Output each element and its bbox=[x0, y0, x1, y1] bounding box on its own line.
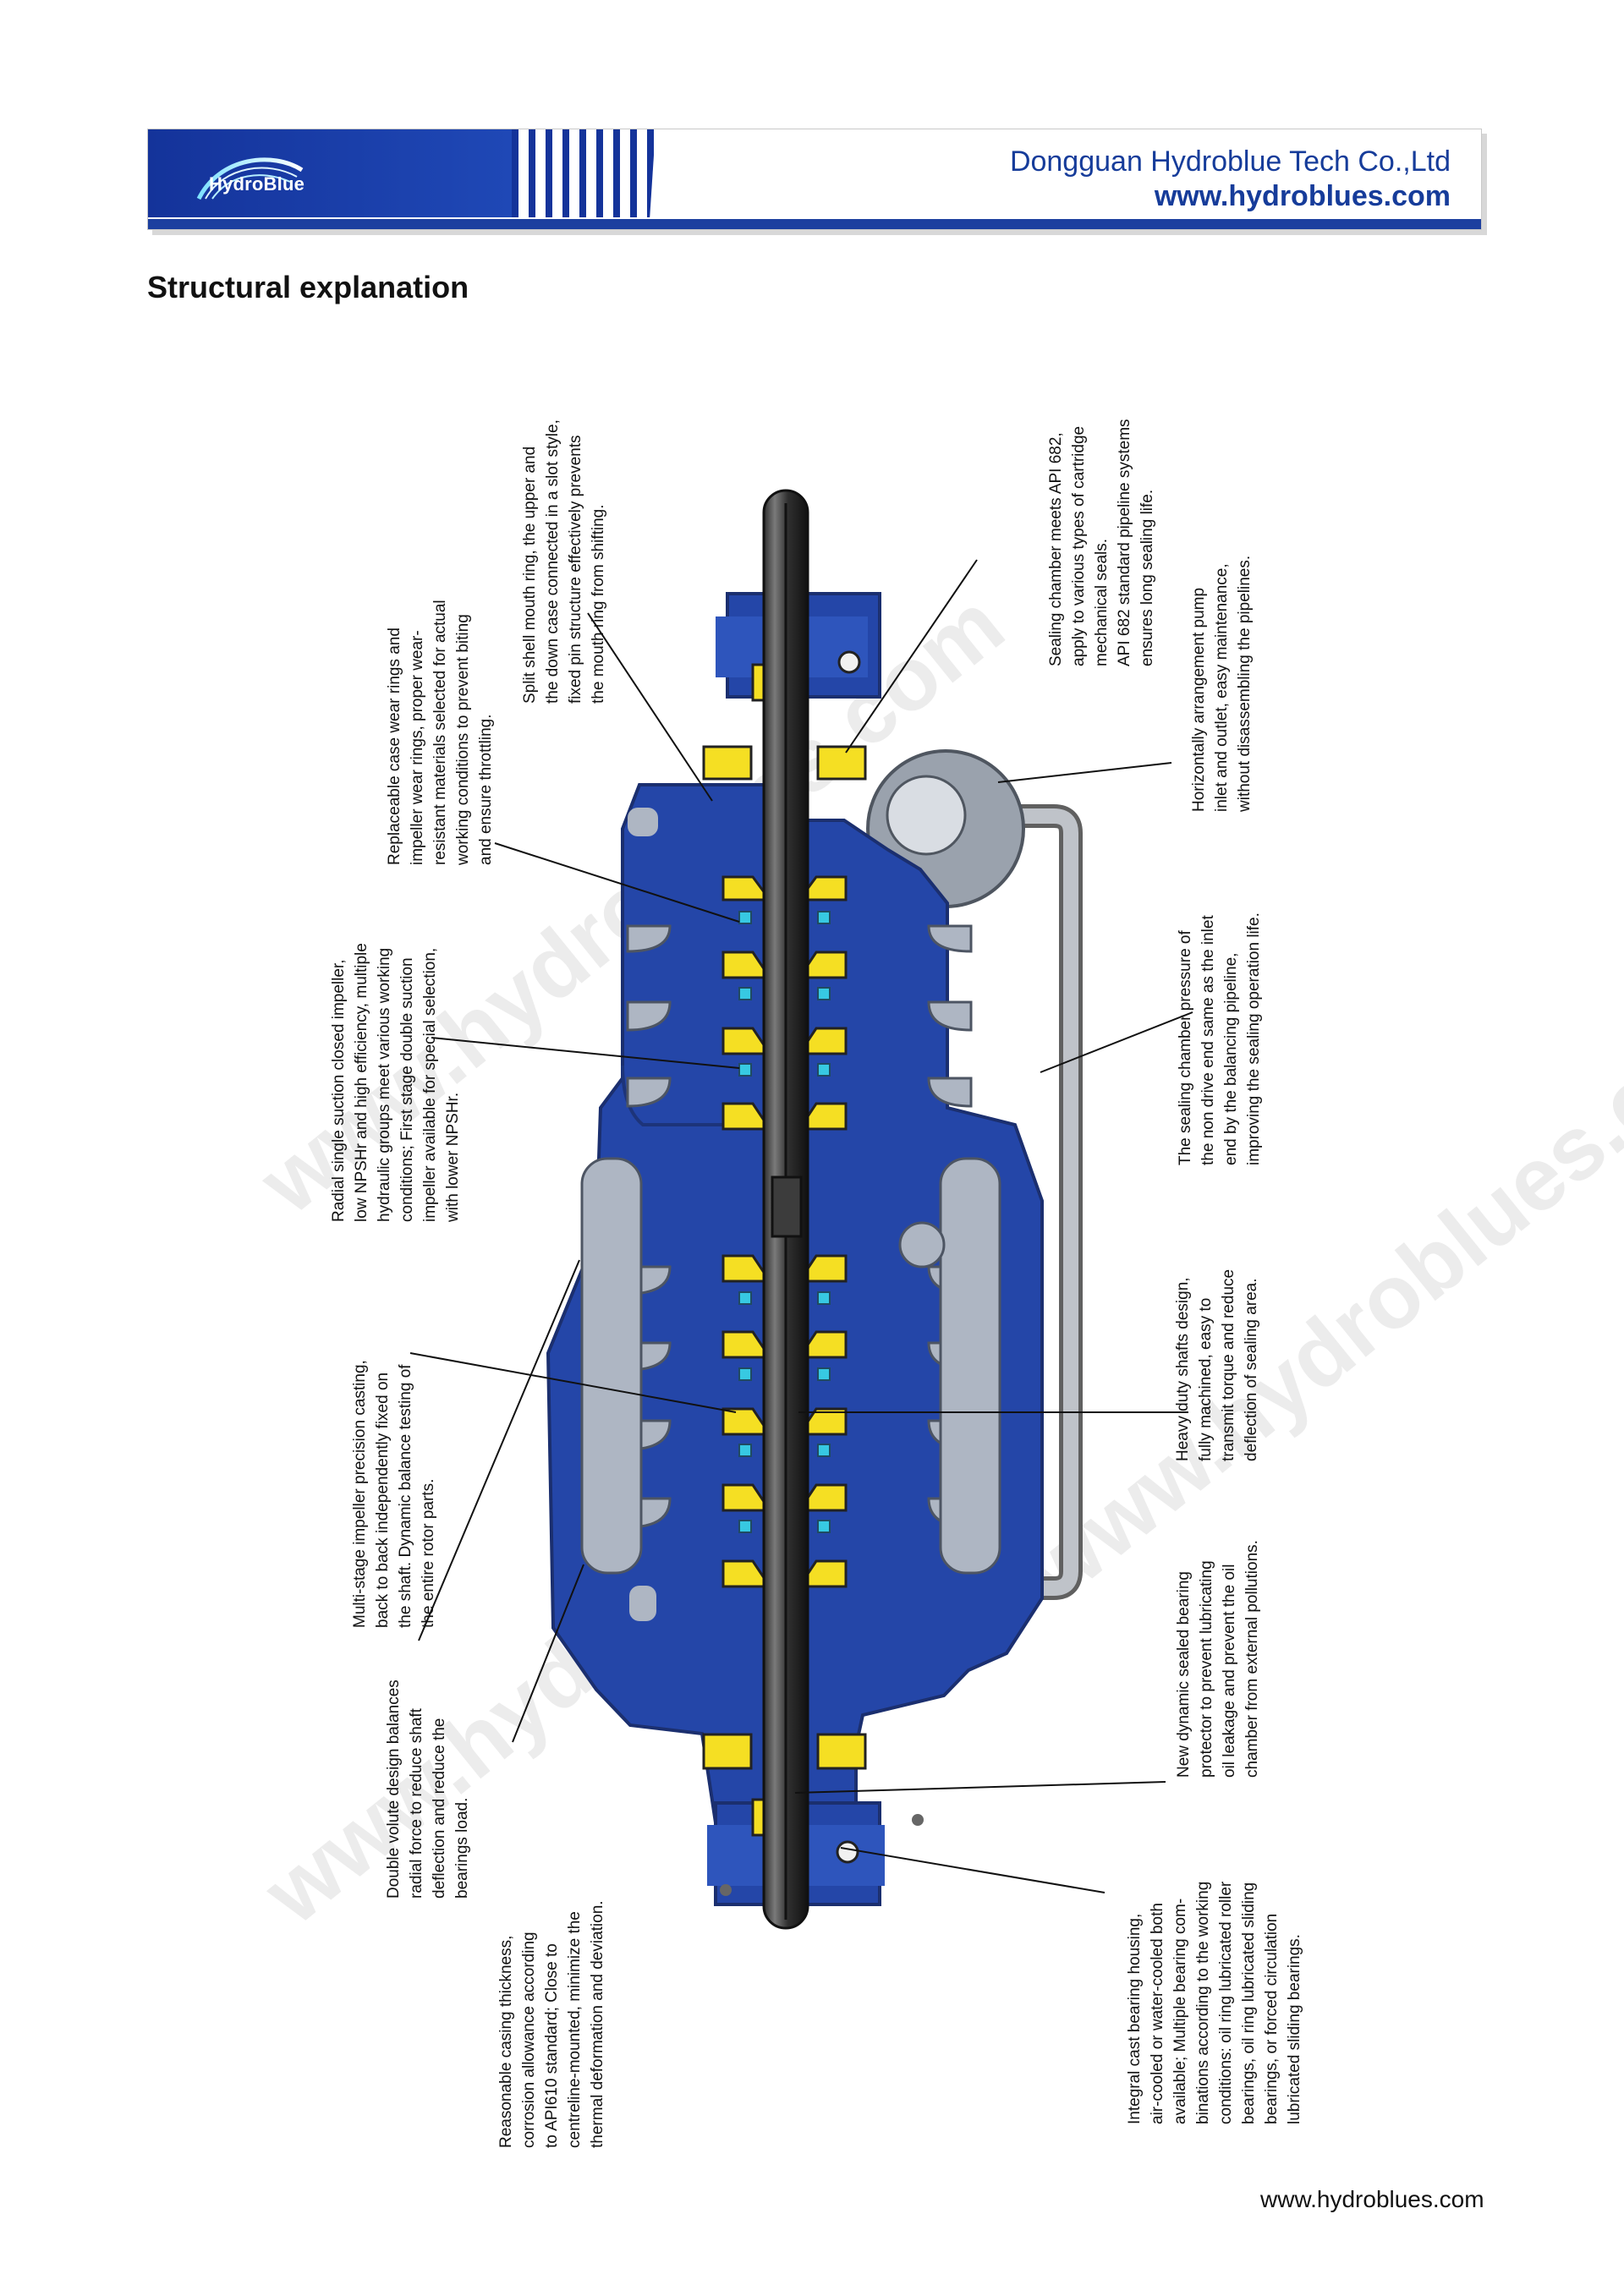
hydroblue-logo-icon bbox=[196, 157, 304, 200]
wear-rings bbox=[738, 911, 831, 1533]
callout-radial-single-suction: Radial single suction closed impeller, l… bbox=[330, 943, 462, 1222]
callout-bearing-protector: New dynamic sealed bearing protector to … bbox=[1175, 1540, 1261, 1778]
callout-casing-thickness: Reasonable casing thickness, corrosion a… bbox=[497, 1900, 606, 2148]
header-blue-panel: HydroBlue bbox=[148, 129, 512, 217]
header-stripes bbox=[512, 129, 656, 217]
callout-horizontal-arrangement: Horizontally arrangement pump inlet and … bbox=[1190, 555, 1254, 812]
callout-integral-bearing-housing: Integral cast bearing housing, air-coole… bbox=[1126, 1881, 1303, 2124]
logo-text: HydroBlue bbox=[209, 173, 305, 195]
balance-pipeline bbox=[846, 804, 1083, 1600]
company-name: Dongguan Hydroblue Tech Co.,Ltd bbox=[1009, 145, 1451, 178]
bearing-housing-bottom bbox=[707, 1801, 924, 1906]
pump-cross-section-diagram bbox=[409, 489, 1193, 1930]
header-banner: HydroBlue Dongguan Hydroblue Tech Co.,Lt… bbox=[147, 129, 1482, 230]
leader-lines bbox=[409, 559, 1193, 1893]
company-website: www.hydroblues.com bbox=[1154, 180, 1451, 212]
callout-balancing-pipeline: The sealing chamber pressure of the non … bbox=[1177, 912, 1263, 1165]
callout-double-volute: Double volute design balances radial for… bbox=[385, 1680, 471, 1899]
callout-heavy-duty-shafts: Heavy duty shafts design, fully machined… bbox=[1174, 1269, 1260, 1461]
section-title: Structural explanation bbox=[147, 270, 469, 304]
guide-vanes bbox=[580, 924, 1001, 1575]
callout-multi-stage-impeller: Multi-stage impeller precision casting, … bbox=[351, 1360, 437, 1628]
callout-split-shell: Split shell mouth ring, the upper and th… bbox=[521, 419, 607, 704]
callout-sealing-chamber: Sealing chamber meets API 682, apply to … bbox=[1047, 419, 1156, 666]
footer-website: www.hydroblues.com bbox=[1260, 2186, 1484, 2212]
shaft bbox=[762, 489, 809, 1930]
callout-replaceable-wear-rings: Replaceable case wear rings and impeller… bbox=[386, 600, 495, 865]
header-bottom-rule bbox=[148, 219, 1481, 229]
company-block: Dongguan Hydroblue Tech Co.,Ltd www.hydr… bbox=[1010, 145, 1451, 214]
